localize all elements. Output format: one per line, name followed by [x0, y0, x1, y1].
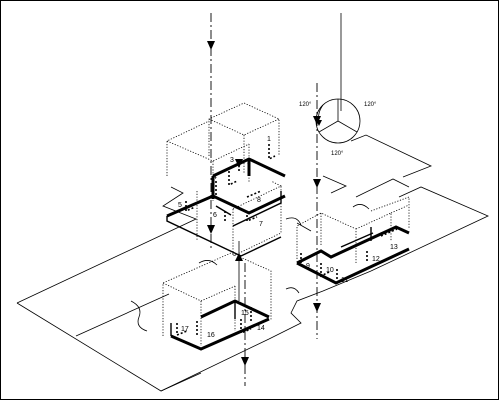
arrowheads	[207, 41, 321, 366]
lower-module	[162, 252, 272, 351]
right-module	[296, 196, 410, 285]
station-label-10: 10	[326, 267, 334, 274]
station-label-5: 5	[178, 202, 182, 209]
angle-label-bottom: 120°	[331, 151, 344, 157]
angle-label-left: 120°	[299, 102, 312, 108]
station-label-17: 17	[181, 326, 189, 333]
station-label-3: 3	[230, 157, 234, 164]
station-label-4: 4	[213, 174, 217, 181]
upper-module-frame	[166, 102, 282, 257]
station-number-labels: 1 2 3 4 5 6 7 8 9 10 11 12 13 14 15 16 1…	[178, 136, 398, 339]
upper-module-walls	[166, 157, 286, 257]
angle-indicator: 120° 120° 120°	[299, 98, 377, 157]
station-label-6: 6	[213, 212, 217, 219]
station-label-1: 1	[267, 136, 271, 143]
station-label-11: 11	[341, 277, 348, 284]
station-label-14: 14	[257, 325, 265, 332]
station-label-2: 2	[247, 159, 251, 166]
station-label-16: 16	[207, 332, 215, 339]
station-label-8: 8	[257, 197, 261, 204]
floor-plate-outline	[16, 134, 489, 392]
station-label-7: 7	[259, 221, 263, 228]
station-label-13: 13	[390, 244, 398, 251]
station-label-12: 12	[372, 256, 380, 263]
angle-label-right: 120°	[364, 102, 377, 108]
station-markers	[176, 144, 398, 337]
station-label-9: 9	[306, 263, 310, 270]
station-label-15: 15	[241, 310, 249, 317]
